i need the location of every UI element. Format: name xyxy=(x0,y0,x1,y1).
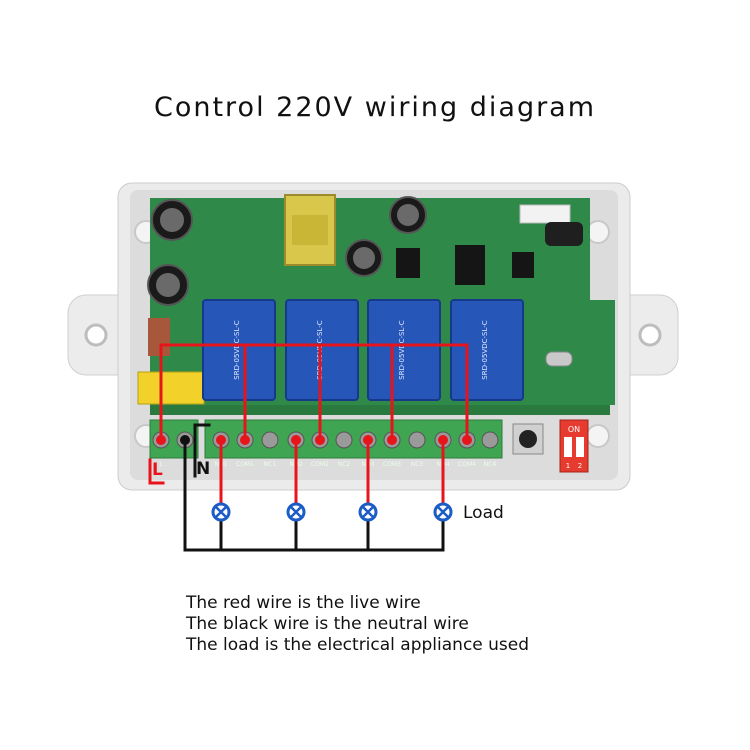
live-wiring xyxy=(148,343,469,509)
load-symbol-1 xyxy=(211,502,231,522)
terminal-strip-main xyxy=(204,419,503,459)
crystal xyxy=(545,351,573,367)
note-red-wire: The red wire is the live wire xyxy=(186,593,421,613)
dip-switch-lever-2 xyxy=(576,437,584,457)
terminal-label: COM4 xyxy=(458,461,476,468)
pcb-lower-strip xyxy=(150,405,610,415)
relay-3 xyxy=(367,299,441,401)
neutral-wire-n-marker xyxy=(193,423,211,478)
live-wire-l-marker xyxy=(148,458,165,485)
contact-com1 xyxy=(240,435,250,445)
dip-switch-number-2: 2 xyxy=(578,462,582,470)
capacitor-4-top xyxy=(353,247,375,269)
terminal-label: NC4 xyxy=(484,461,497,468)
varistor xyxy=(148,318,170,356)
load-symbol-2 xyxy=(286,502,306,522)
contact-no1 xyxy=(216,435,226,445)
contact-n xyxy=(180,435,190,445)
terminal-screw xyxy=(481,431,499,449)
capacitor-3-top xyxy=(397,204,419,226)
contact-com4 xyxy=(462,435,472,445)
mount-hole-left xyxy=(84,323,108,347)
capacitor-1-top xyxy=(160,208,184,232)
terminal-label: COM1 xyxy=(236,461,254,468)
capacitor-2-top xyxy=(156,273,180,297)
load-symbol-cross xyxy=(290,506,302,518)
relay-4 xyxy=(450,299,524,401)
note-load: The load is the electrical appliance use… xyxy=(186,635,530,655)
load-symbol-cross xyxy=(215,506,227,518)
terminal-screw xyxy=(335,431,353,449)
live-label: L xyxy=(152,460,163,480)
relay-1 xyxy=(202,299,276,401)
note-black-wire: The black wire is the neutral wire xyxy=(186,614,469,634)
terminal-screw xyxy=(261,431,279,449)
load-symbol-cross xyxy=(362,506,374,518)
load-label: Load xyxy=(463,503,504,523)
ic-chip-3 xyxy=(396,248,420,278)
ic-chip-1 xyxy=(455,245,485,285)
contact-no4 xyxy=(438,435,448,445)
dip-switch-label: ON xyxy=(568,425,580,434)
antenna-coil xyxy=(545,222,583,246)
contact-com3 xyxy=(387,435,397,445)
transformer-core xyxy=(292,215,328,245)
contact-no2 xyxy=(291,435,301,445)
load-symbol-4 xyxy=(433,502,453,522)
dip-switch-number-1: 1 xyxy=(566,462,570,470)
terminal-screw xyxy=(408,431,426,449)
relay-1-marking: SRD-05VDC-SL-C xyxy=(233,320,241,379)
terminal-label: NC1 xyxy=(264,461,277,468)
relay-4-marking: SRD-05VDC-SL-C xyxy=(481,320,489,379)
live-wire-bus xyxy=(159,343,469,442)
relay-2 xyxy=(285,299,359,401)
neutral-wiring xyxy=(183,423,445,552)
mount-hole-right xyxy=(638,323,662,347)
wire-contacts xyxy=(156,435,472,445)
screw-top-right xyxy=(586,220,610,244)
reset-button-cap xyxy=(519,430,537,448)
contact-no3 xyxy=(363,435,373,445)
contact-com2 xyxy=(315,435,325,445)
diagram-title: Control 220V wiring diagram xyxy=(153,92,597,123)
terminal-label: NC2 xyxy=(338,461,351,468)
neutral-wire-bus xyxy=(183,438,445,552)
terminal-label: L xyxy=(159,461,163,468)
ic-chip-2 xyxy=(512,252,534,278)
load-symbols xyxy=(211,502,453,522)
terminal-label: COM3 xyxy=(383,461,401,468)
terminal-label: COM2 xyxy=(311,461,329,468)
connector-header xyxy=(519,204,571,224)
contact-l xyxy=(156,435,166,445)
neutral-label: N xyxy=(196,459,210,479)
terminal-label: NC3 xyxy=(411,461,424,468)
x-capacitor xyxy=(137,371,205,405)
load-symbol-3 xyxy=(358,502,378,522)
screw-bottom-right xyxy=(586,424,610,448)
relay-3-marking: SRD-05VDC-SL-C xyxy=(398,320,406,379)
dip-switch-lever-1 xyxy=(564,437,572,457)
load-symbol-cross xyxy=(437,506,449,518)
